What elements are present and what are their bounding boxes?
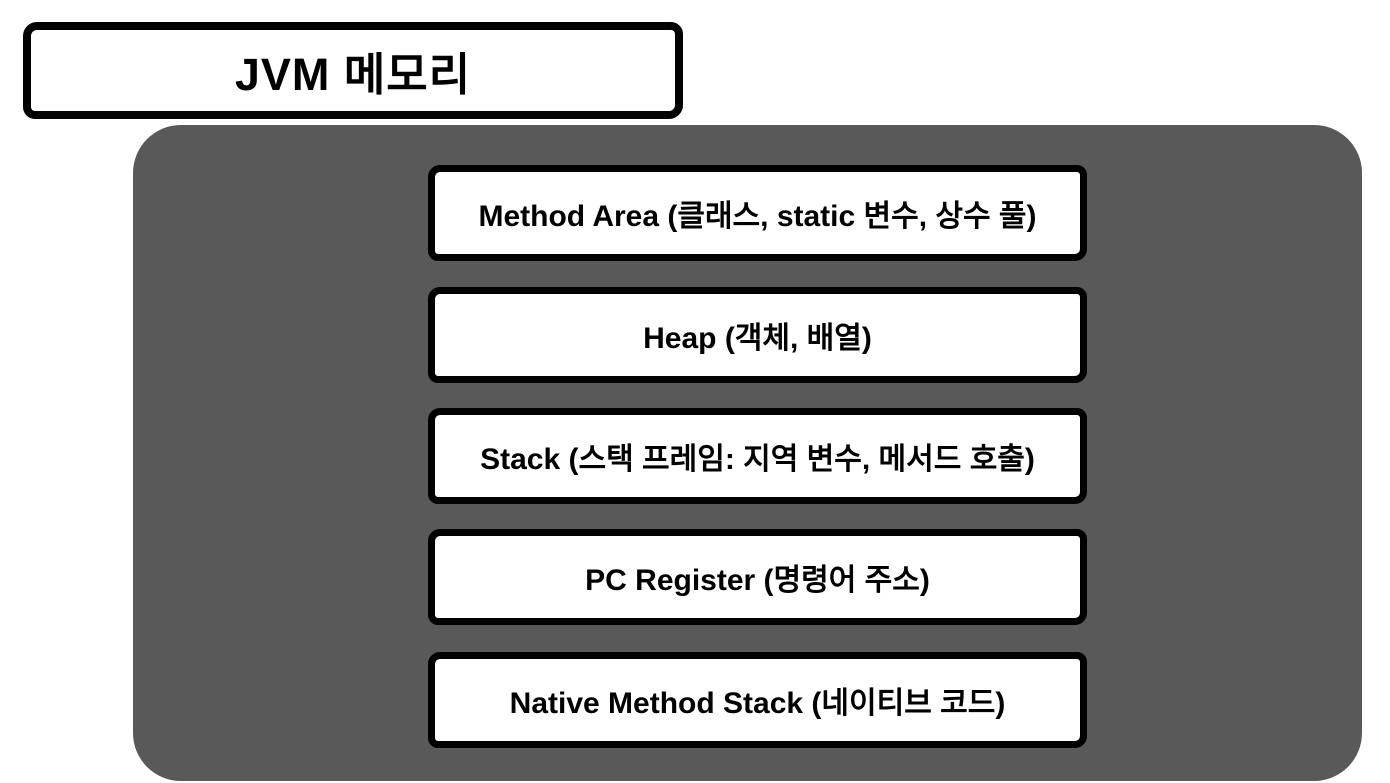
memory-box-native-method-stack: Native Method Stack (네이티브 코드)	[428, 652, 1087, 748]
memory-box-method-area: Method Area (클래스, static 변수, 상수 풀)	[428, 165, 1087, 261]
memory-box-label: PC Register (명령어 주소)	[585, 564, 930, 597]
memory-box-label: Method Area (클래스, static 변수, 상수 풀)	[478, 200, 1037, 233]
diagram-title: JVM 메모리	[234, 49, 472, 100]
memory-box-heap: Heap (객체, 배열)	[428, 287, 1087, 383]
memory-box-pc-register: PC Register (명령어 주소)	[428, 529, 1087, 625]
memory-box-label: Stack (스택 프레임: 지역 변수, 메서드 호출)	[480, 443, 1035, 476]
jvm-memory-container: Method Area (클래스, static 변수, 상수 풀) Heap …	[133, 125, 1362, 781]
memory-box-label: Native Method Stack (네이티브 코드)	[509, 687, 1006, 720]
memory-box-label: Heap (객체, 배열)	[643, 322, 872, 355]
diagram-title-box: JVM 메모리	[23, 22, 683, 119]
memory-box-stack: Stack (스택 프레임: 지역 변수, 메서드 호출)	[428, 408, 1087, 504]
